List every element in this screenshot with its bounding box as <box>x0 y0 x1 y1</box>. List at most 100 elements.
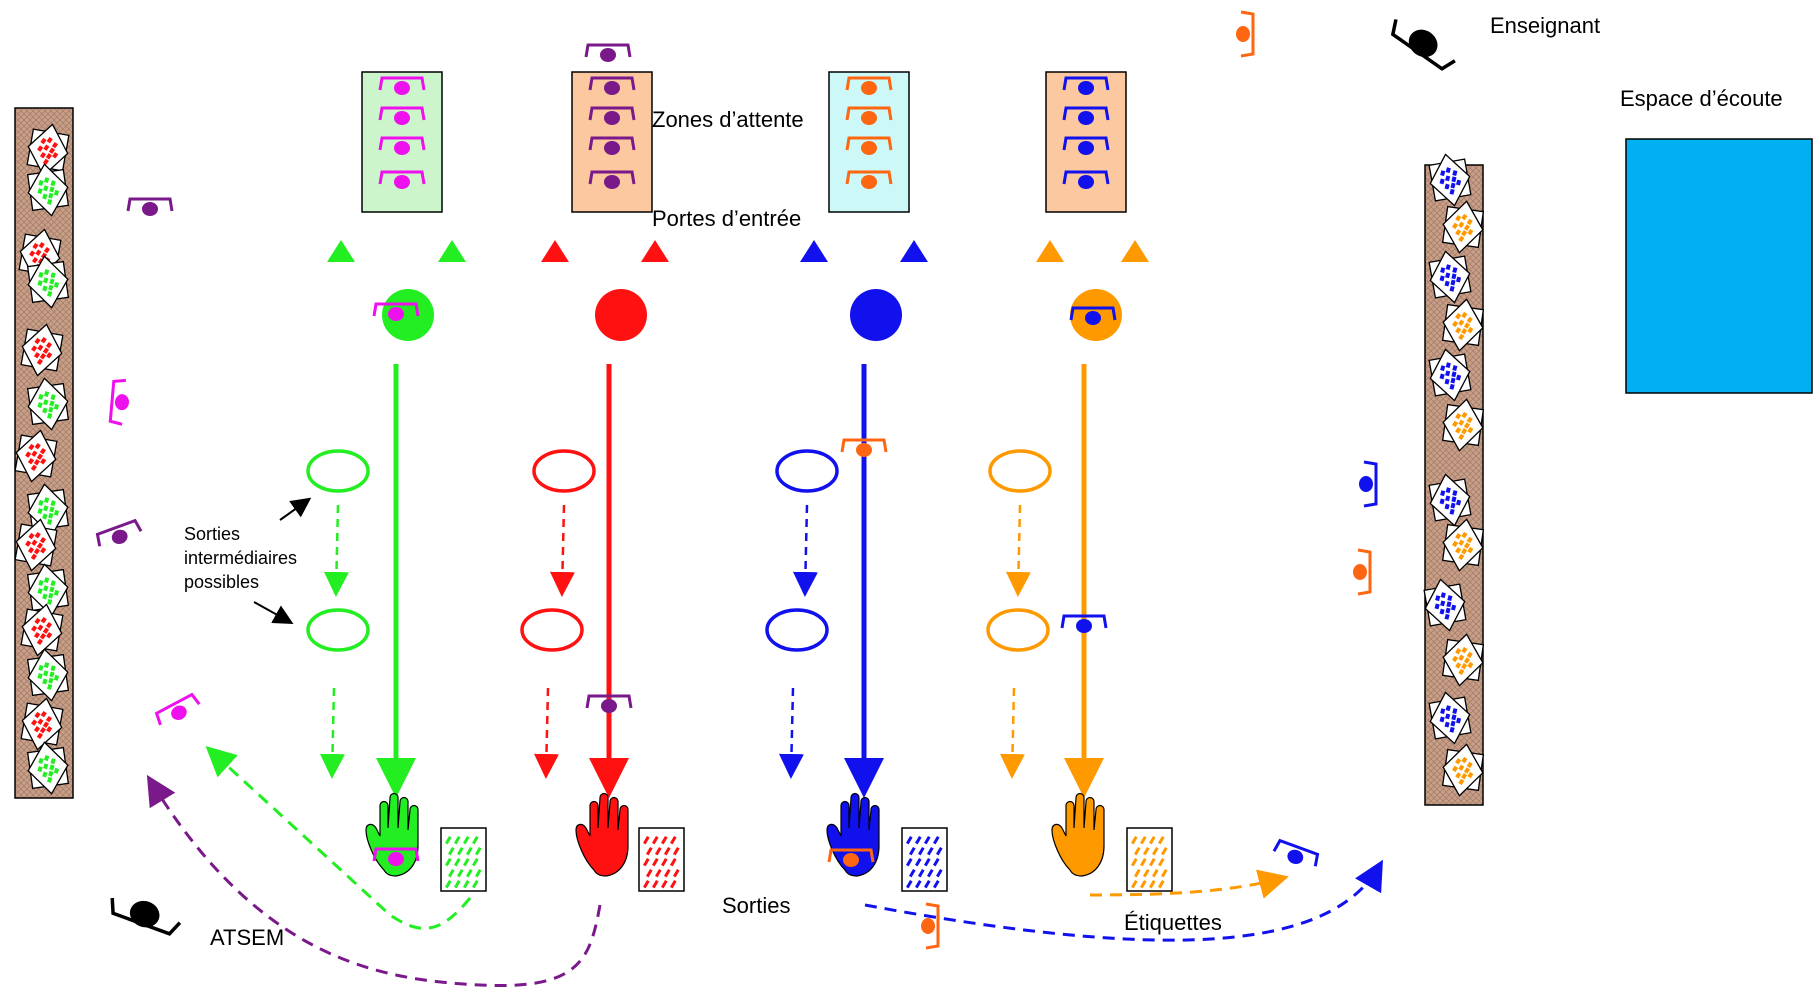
puzzle-piece <box>31 257 39 264</box>
puzzle-piece <box>45 153 52 160</box>
puzzle-piece <box>39 727 46 734</box>
puzzle-diamond <box>15 429 57 483</box>
puzzle-piece <box>1467 426 1474 434</box>
red-lane-start-disc-icon <box>595 289 647 341</box>
label-card-stroke <box>643 835 650 845</box>
blue-lane-label-card-icon <box>901 827 948 892</box>
label-card-stroke <box>927 868 934 878</box>
label-card-stroke <box>463 880 470 889</box>
puzzle-piece <box>1455 533 1462 540</box>
hand-shape <box>826 792 880 877</box>
child-head <box>111 529 128 545</box>
puzzle-piece <box>47 776 53 783</box>
label-card-stroke <box>1140 880 1147 889</box>
child-head <box>600 48 616 62</box>
green-lane-exit-child-icon <box>372 847 420 866</box>
child-head <box>1353 564 1367 580</box>
puzzle-piece <box>1461 428 1468 435</box>
left-puzzle-card-icon <box>26 163 70 217</box>
puzzle-piece <box>1445 607 1451 614</box>
puzzle-piece <box>52 152 59 159</box>
puzzle-piece <box>28 532 35 540</box>
puzzle-diamond <box>21 603 63 657</box>
label-card-stroke <box>915 858 922 867</box>
puzzle-piece <box>47 598 53 605</box>
puzzle-piece <box>39 536 47 544</box>
puzzle-piece <box>1449 383 1455 390</box>
puzzle-piece <box>1439 716 1445 723</box>
puzzle-piece <box>50 665 56 672</box>
child-arms <box>925 902 940 950</box>
puzzle-piece <box>1461 646 1468 654</box>
orange-lane-start-child-icon <box>1069 306 1117 325</box>
label-card-stroke <box>651 835 659 845</box>
orange-lane-dashed-arrow-2 <box>999 687 1025 779</box>
puzzle-piece <box>37 588 43 595</box>
puzzle-piece <box>43 269 50 276</box>
puzzle-piece <box>1463 657 1471 664</box>
blue-lane-waiting-child-icon <box>845 106 893 125</box>
child-head <box>921 918 935 934</box>
puzzle-piece <box>38 271 44 278</box>
label-card-stroke <box>445 858 452 867</box>
loose-child-icon <box>1353 548 1372 596</box>
puzzle-piece <box>47 518 53 525</box>
puzzle-piece <box>43 755 50 762</box>
left-puzzle-card-icon <box>26 255 70 309</box>
orange-lane-dashed-arrow-1 <box>1005 504 1031 597</box>
orange-lane-path-child-icon <box>1060 614 1108 633</box>
label-card-stroke <box>923 858 931 867</box>
child-arms <box>95 518 143 547</box>
puzzle-piece <box>42 627 50 634</box>
waiting-zones-label: Zones d’attente <box>652 107 804 132</box>
label-card-stroke <box>457 847 464 856</box>
child-arms <box>1240 10 1255 58</box>
puzzle-piece <box>1461 531 1468 539</box>
puzzle-piece <box>43 505 49 512</box>
red-lane-entry-door-icon <box>641 240 669 262</box>
puzzle-diamond <box>27 255 69 309</box>
puzzle-piece <box>53 281 60 288</box>
red-lane-exit-oval-1 <box>532 449 596 493</box>
red-lane-entry-door-icon <box>541 240 569 262</box>
label-card-frame <box>638 827 685 892</box>
puzzle-piece <box>1466 651 1473 659</box>
green-lane-exit-oval-2 <box>306 608 370 652</box>
puzzle-piece <box>53 509 60 516</box>
puzzle-piece <box>39 353 46 360</box>
puzzle-piece <box>37 624 44 631</box>
label-card-stroke <box>932 858 940 867</box>
puzzle-piece <box>43 277 49 284</box>
puzzle-piece <box>1445 370 1451 377</box>
green-lane-start-child-icon <box>372 302 420 321</box>
label-card-stroke <box>918 846 925 856</box>
label-card-stroke <box>645 846 653 856</box>
child-arms <box>378 170 426 185</box>
child-arms <box>845 76 893 91</box>
puzzle-piece <box>38 757 44 764</box>
label-card-stroke <box>908 868 916 878</box>
child-arms <box>584 43 632 58</box>
puzzle-piece <box>1450 502 1456 509</box>
puzzle-piece <box>46 136 53 144</box>
puzzle-piece <box>1451 496 1457 503</box>
puzzle-piece <box>38 393 44 400</box>
purple-exit-return-path <box>146 774 602 988</box>
puzzle-piece <box>46 632 53 639</box>
label-card-stroke <box>454 880 461 889</box>
orange-exit-path <box>1089 869 1289 899</box>
label-card-stroke <box>651 880 659 889</box>
puzzle-piece <box>53 403 60 410</box>
puzzle-piece <box>1467 661 1474 669</box>
child-arms <box>1357 548 1372 596</box>
puzzle-piece <box>42 407 48 414</box>
puzzle-piece <box>1444 183 1450 190</box>
child-head <box>604 111 620 125</box>
child-arms <box>372 847 420 862</box>
puzzle-piece <box>28 443 35 451</box>
hand-shape <box>365 792 419 877</box>
green-lane-dashed-arrow-1 <box>323 504 349 597</box>
puzzle-piece <box>48 147 56 154</box>
